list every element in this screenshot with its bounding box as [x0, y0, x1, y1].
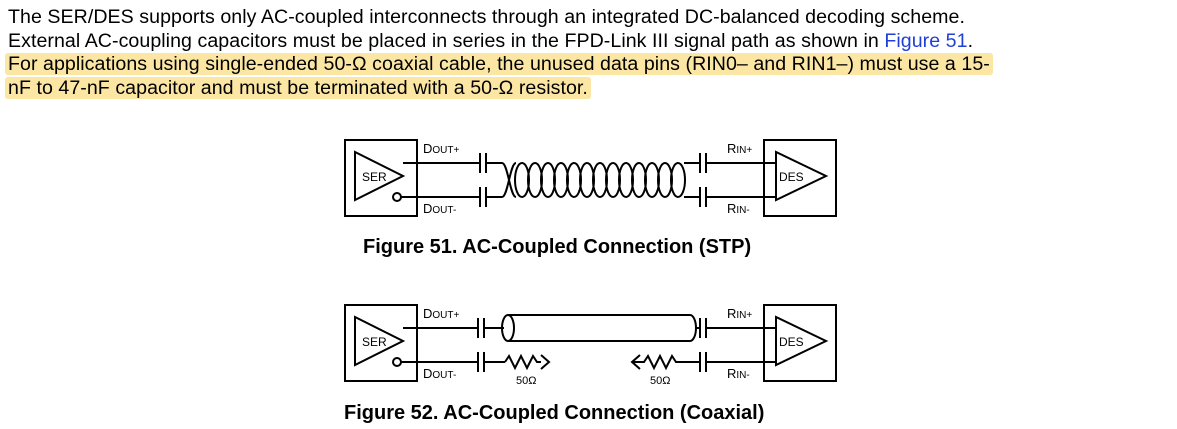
resistor-left-label: 50Ω [516, 375, 536, 387]
rin-pos-label-fig52: RIN+ [727, 306, 752, 321]
rin-pos-label-fig51: RIN+ [727, 141, 752, 156]
paragraph-line-1: The SER/DES supports only AC-coupled int… [8, 6, 965, 28]
des-label-fig51: DES [779, 170, 804, 184]
rin-neg-label-fig51: RIN- [727, 201, 750, 216]
twisted-pair-cable [501, 162, 517, 198]
highlighted-text-line-4: nF to 47-nF capacitor and must be termin… [5, 76, 591, 99]
des-box [763, 139, 837, 217]
ser-label-fig51: SER [362, 170, 387, 184]
body-paragraph: The SER/DES supports only AC-coupled int… [5, 6, 1173, 101]
resistor-right-label: 50Ω [650, 375, 670, 387]
paragraph-line-4: nF to 47-nF capacitor and must be termin… [5, 76, 1173, 101]
ser-buffer-triangle [354, 315, 406, 367]
dout-pos-label-fig52: DOUT+ [423, 306, 459, 321]
ser-label-fig52: SER [362, 335, 387, 349]
des-box [763, 304, 837, 382]
des-label-fig52: DES [779, 335, 804, 349]
resistor-left [504, 353, 541, 371]
ser-box [344, 304, 418, 382]
figure-51-link[interactable]: Figure 51 [884, 29, 968, 52]
dout-neg-label-fig52: DOUT- [423, 366, 456, 381]
figure-52-caption: Figure 52. AC-Coupled Connection (Coaxia… [344, 402, 765, 424]
twisted-pair-loops [514, 162, 686, 198]
resistor-right [632, 353, 700, 371]
paragraph-line-2-text: External AC-coupling capacitors must be … [8, 29, 885, 52]
des-buffer-triangle [775, 315, 829, 367]
paragraph-line-2: External AC-coupling capacitors must be … [8, 30, 1173, 54]
highlighted-text-line-3: For applications using single-ended 50-Ω… [5, 53, 993, 75]
paragraph-line-2-end: . [967, 29, 974, 52]
dout-pos-label-fig51: DOUT+ [423, 141, 459, 156]
ser-box [344, 139, 418, 217]
paragraph-line-3: For applications using single-ended 50-Ω… [5, 53, 1173, 77]
des-buffer-triangle [775, 150, 829, 202]
figure-51-caption: Figure 51. AC-Coupled Connection (STP) [363, 236, 752, 258]
ser-buffer-triangle [354, 150, 406, 202]
dout-neg-label-fig51: DOUT- [423, 201, 456, 216]
rin-neg-label-fig52: RIN- [727, 366, 750, 381]
